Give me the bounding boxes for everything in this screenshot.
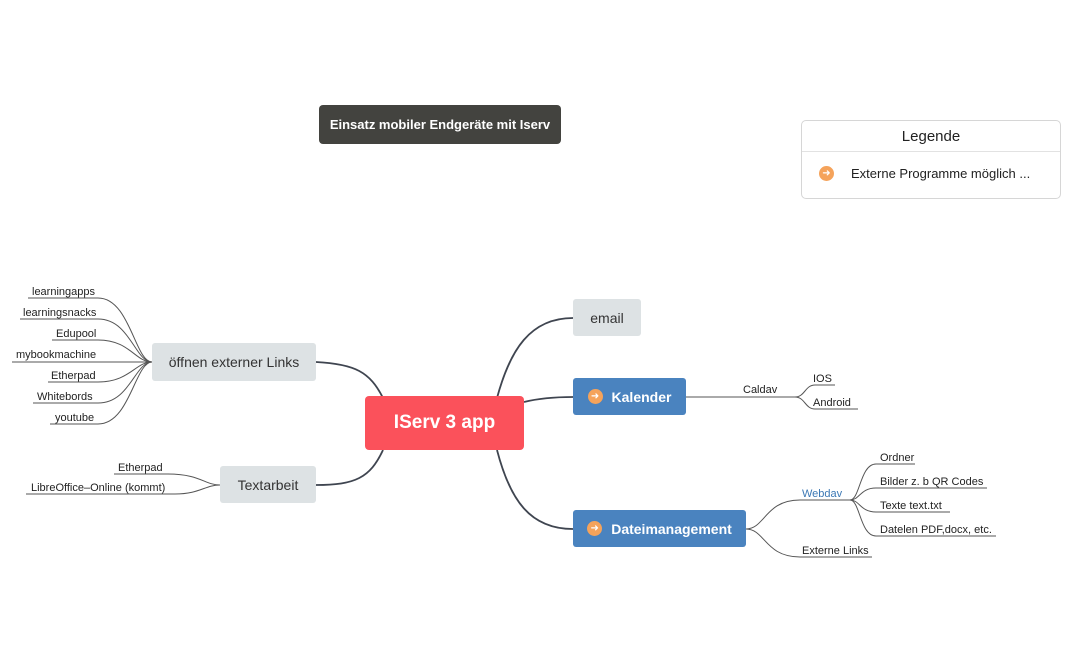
leaf-learningapps[interactable]: learningapps (32, 286, 95, 298)
leaf-whitebords[interactable]: Whitebords (37, 391, 93, 403)
leaf-datelen[interactable]: Datelen PDF,docx, etc. (880, 524, 992, 536)
orange-arrow-icon: ➜ (587, 389, 603, 404)
leaf-bilder[interactable]: Bilder z. b QR Codes (880, 476, 984, 488)
leaf-etherpad-text[interactable]: Etherpad (118, 462, 163, 474)
leaf-texte[interactable]: Texte text.txt (880, 500, 942, 512)
topic-dateimanagement[interactable]: ➜ Dateimanagement (573, 510, 746, 547)
legend-item-label: Externe Programme möglich ... (851, 165, 1031, 181)
topic-kalender-label: Kalender (611, 388, 672, 405)
map-title: Einsatz mobiler Endgeräte mit Iserv (319, 105, 561, 144)
orange-arrow-icon: ➜ (587, 521, 603, 536)
leaf-webdav[interactable]: Webdav (802, 488, 843, 500)
topic-kalender[interactable]: ➜ Kalender (573, 378, 686, 415)
leaf-caldav[interactable]: Caldav (743, 384, 778, 396)
legend-heading: Legende (802, 121, 1060, 152)
leaf-youtube[interactable]: youtube (55, 412, 95, 424)
topic-external-links[interactable]: öffnen externer Links (152, 343, 316, 381)
leaf-externe-links[interactable]: Externe Links (802, 545, 869, 557)
leaf-android[interactable]: Android (813, 397, 851, 409)
topic-email[interactable]: email (573, 299, 641, 336)
legend-panel: Legende ➜ Externe Programme möglich ... (801, 120, 1061, 199)
leaf-learningsnacks[interactable]: learningsnacks (23, 307, 97, 319)
legend-item: ➜ Externe Programme möglich ... (802, 152, 1060, 194)
leaf-libreoffice[interactable]: LibreOffice–Online (kommt) (31, 482, 166, 494)
topic-dateimanagement-label: Dateimanagement (611, 520, 732, 537)
central-topic[interactable]: IServ 3 app (365, 396, 524, 450)
leaf-edupool[interactable]: Edupool (56, 328, 97, 340)
leaf-mybookmachine[interactable]: mybookmachine (16, 349, 97, 361)
topic-textarbeit[interactable]: Textarbeit (220, 466, 316, 503)
leaf-etherpad[interactable]: Etherpad (51, 370, 96, 382)
leaf-ordner[interactable]: Ordner (880, 452, 915, 464)
leaf-ios[interactable]: IOS (813, 373, 832, 385)
orange-arrow-icon: ➜ (819, 165, 834, 181)
